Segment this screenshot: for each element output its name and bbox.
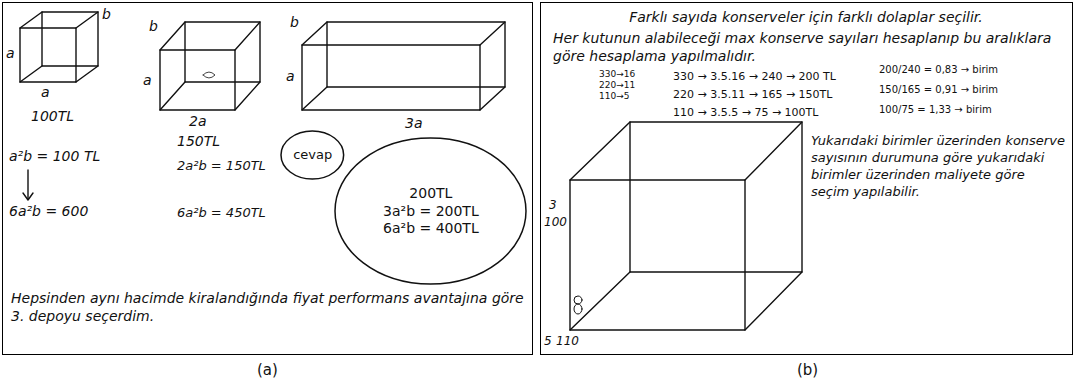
dimension-label: b (148, 18, 159, 35)
handwritten-note: Her kutunun alabileceği max konserve say… (553, 29, 1063, 65)
handwritten-note: Hepsinden aynı hacimde kiralandığında fi… (11, 289, 526, 325)
dimension-label: a (142, 72, 153, 89)
formula-label: a²b = 100 TL (8, 148, 101, 165)
box-sketch (302, 22, 505, 110)
handwritten-note: Yukarıdaki birimler üzerinden konserve s… (811, 133, 1066, 201)
down-arrow (23, 170, 33, 200)
answer-text: 200TL (409, 185, 452, 203)
box-sketch (160, 22, 260, 110)
dimension-label: a (40, 84, 51, 101)
price-label: 100TL (30, 108, 75, 125)
unit-cost-note: 150/165 = 0,91 → birim (878, 84, 999, 96)
unit-cost-note: 100/75 = 1,33 → birim (878, 104, 993, 116)
capacity-note: 220→11 (598, 80, 636, 91)
price-label: 150TL (176, 133, 221, 150)
dimension-label: 110 (555, 334, 580, 348)
answer-panel: Farklı sayıda konserveler için farklı do… (540, 2, 1073, 355)
answer-circle: cevap (280, 130, 345, 180)
handwritten-note: Farklı sayıda konserveler için farklı do… (581, 8, 1031, 26)
panel-caption: (a) (256, 361, 279, 379)
dimension-label: b (289, 14, 300, 31)
answer-text: 6a²b = 400TL (383, 220, 479, 238)
answer-text: 3a²b = 200TL (383, 203, 479, 221)
answer-text: cevap (293, 147, 332, 163)
dimension-label: 3a (404, 115, 424, 132)
answer-ellipse: 200TL3a²b = 200TL6a²b = 400TL (334, 137, 527, 285)
formula-label: 6a²b = 600 (8, 203, 89, 220)
answer-panel: Hepsinden aynı hacimde kiralandığında fi… (2, 2, 533, 355)
dimension-label: a (285, 68, 296, 85)
formula-label: 2a²b = 150TL (176, 158, 267, 174)
calculation-line: 110 → 3.5.5 → 75 → 100TL (672, 106, 819, 119)
dimension-label: 2a (188, 113, 208, 130)
dimension-label: 5 (543, 334, 553, 348)
calculation-line: 220 → 3.5.11 → 165 → 150TL (672, 88, 833, 101)
panel-caption: (b) (796, 361, 819, 379)
formula-label: 6a²b = 450TL (176, 205, 267, 221)
unit-cost-note: 200/240 = 0,83 → birim (878, 64, 999, 76)
capacity-note: 330→16 (598, 69, 636, 80)
dimension-label: 3 (548, 198, 558, 212)
cube-sketch (20, 12, 98, 82)
capacity-note: 110→5 (598, 91, 630, 102)
dimension-label: b (101, 6, 112, 23)
calculation-line: 330 → 3.5.16 → 240 → 200 TL (672, 70, 837, 83)
dimension-label: a (5, 45, 16, 62)
dimension-label: 100 (543, 215, 568, 229)
cube-sketch (570, 122, 802, 330)
